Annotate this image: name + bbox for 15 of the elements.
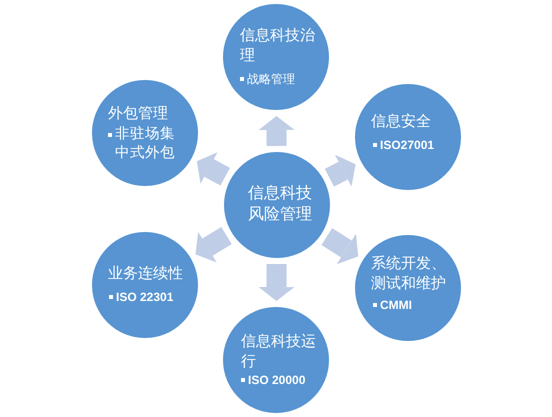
circle-title: 系统开发、测试和维护 — [371, 253, 447, 293]
arrow — [258, 264, 294, 302]
circle-title: 信息科技风险管理 — [248, 182, 313, 224]
bullet-text: 战略管理 — [247, 71, 295, 87]
circle-title: 信息科技运行 — [241, 331, 317, 371]
bullet-text: ISO 22301 — [116, 289, 174, 305]
bullet-text: ISO27001 — [380, 137, 434, 153]
arrow — [258, 116, 294, 146]
circle-title: 信息科技治理 — [240, 25, 316, 65]
bullet-text: ISO 20000 — [248, 372, 306, 388]
bullet-text: CMMI — [380, 297, 412, 313]
circle-title: 外包管理 — [108, 103, 168, 123]
circle-title: 业务连续性 — [108, 263, 183, 283]
bullet-text: 非驻场集中式外包 — [115, 125, 176, 163]
circle-title: 信息安全 — [371, 111, 431, 131]
